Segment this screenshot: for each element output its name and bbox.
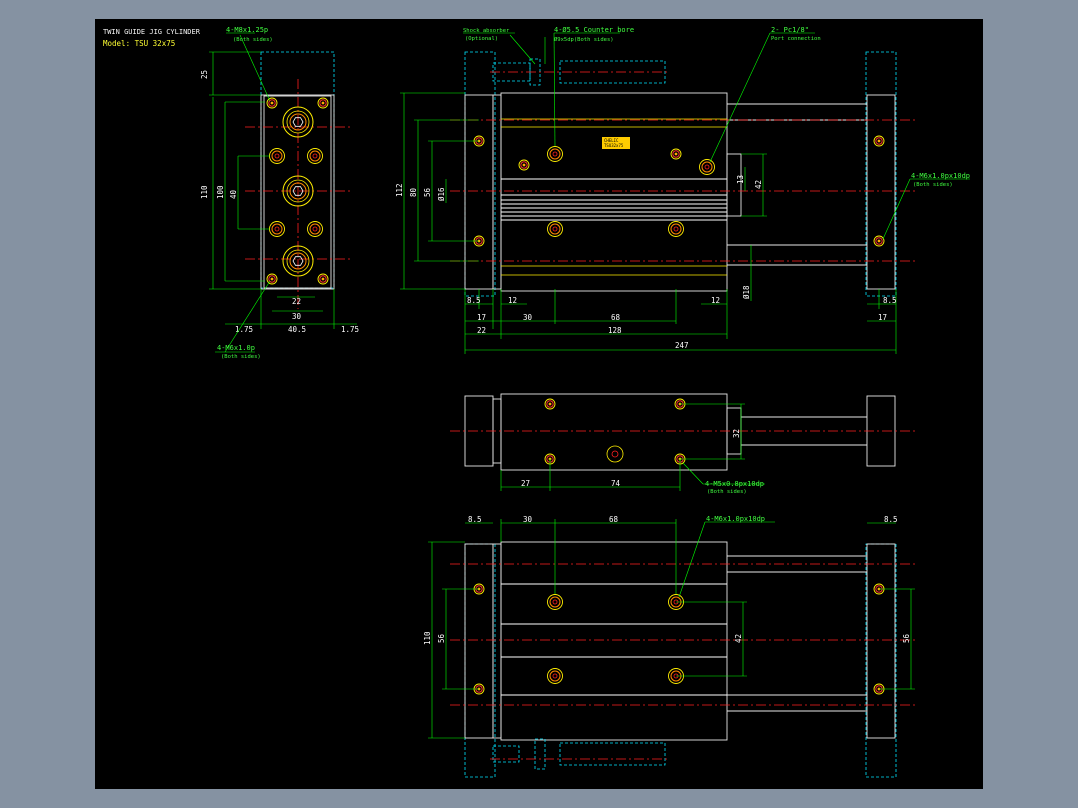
dim-bottom-56-right: 56 <box>902 633 911 643</box>
dim-bottom-8-5-right: 8.5 <box>884 515 898 524</box>
callout-m5-mid: 4-M5x0.8px10dp <box>705 480 764 488</box>
side-view-dimensions: 32 27 74 4-M5x0.8px10dp (Both sides) <box>500 403 765 495</box>
cad-drawing: TWIN GUIDE JIG CYLINDER Model: TSU 32x75… <box>103 26 970 778</box>
end-view <box>245 51 350 309</box>
dim-end-25: 25 <box>200 70 209 79</box>
dim-end-1-75-right: 1.75 <box>341 325 359 334</box>
callout-m6-right-sub: (Both sides) <box>913 182 953 188</box>
dim-side-74: 74 <box>611 479 621 488</box>
callout-m6-end-sub: (Both sides) <box>221 354 261 360</box>
dim-bottom-68: 68 <box>609 515 619 524</box>
dim-end-40: 40 <box>229 189 238 199</box>
dim-bottom-56-left: 56 <box>437 633 446 643</box>
bottom-view-dimensions: 8.5 30 68 8.5 110 56 42 56 4-M6x1.0px10d… <box>423 515 915 739</box>
dim-front-8-5-left: 8.5 <box>467 296 481 305</box>
callout-m8: 4-M8x1.25p <box>226 26 268 34</box>
dim-front-22: 22 <box>477 326 486 335</box>
dim-front-dia18: Ø18 <box>742 285 751 299</box>
dim-front-56: 56 <box>423 187 432 197</box>
end-view-dimensions: 25 110 100 40 22 30 40.5 1.75 1.75 4-M8x… <box>200 26 359 360</box>
callout-m6-bottom: 4-M6x1.0px10dp <box>706 515 765 523</box>
dim-front-12-b: 12 <box>711 296 720 305</box>
dim-front-17-left: 17 <box>477 313 486 322</box>
front-view: CHELIC TSU32x75 <box>450 51 915 297</box>
dim-front-13: 13 <box>736 175 745 184</box>
dim-front-112: 112 <box>395 183 404 197</box>
dim-front-247: 247 <box>675 341 689 350</box>
dim-front-80: 80 <box>409 187 418 197</box>
callout-cbore: 4-Ø5.5 Counter bore <box>554 26 634 34</box>
callout-m6-end: 4-M6x1.0p <box>217 344 255 352</box>
dim-bottom-42: 42 <box>734 634 743 643</box>
callout-m6-right: 4-M6x1.0px10dp <box>911 172 970 180</box>
dim-front-30: 30 <box>523 313 533 322</box>
dim-front-17-right: 17 <box>878 313 887 322</box>
callout-m5-mid-sub: (Both sides) <box>707 489 747 495</box>
callout-port: 2- Pc1/8" <box>771 26 809 34</box>
dim-bottom-8-5-left: 8.5 <box>468 515 482 524</box>
bottom-view <box>450 541 915 778</box>
dim-front-68: 68 <box>611 313 621 322</box>
dim-end-110: 110 <box>200 185 209 199</box>
callout-cbore-sub: Ø9x5dp(Both sides) <box>554 36 614 43</box>
title-line-1: TWIN GUIDE JIG CYLINDER <box>103 28 201 36</box>
callout-port-sub: Port connection <box>771 36 821 42</box>
dim-front-dia16: Ø16 <box>437 187 446 201</box>
dim-bottom-30: 30 <box>523 515 533 524</box>
dim-front-8-5-right: 8.5 <box>883 296 897 305</box>
dim-end-30: 30 <box>292 312 302 321</box>
dim-front-12-a: 12 <box>508 296 517 305</box>
callout-shock: Shock absorber <box>463 28 510 34</box>
dim-side-27: 27 <box>521 479 530 488</box>
dim-front-128: 128 <box>608 326 622 335</box>
dim-bottom-110: 110 <box>423 631 432 645</box>
dim-side-32: 32 <box>732 429 741 438</box>
dim-end-22: 22 <box>292 297 301 306</box>
dim-end-100: 100 <box>216 185 225 199</box>
dim-end-1-75-left: 1.75 <box>235 325 253 334</box>
dim-end-40-5: 40.5 <box>288 325 306 334</box>
label-plate-top: CHELIC <box>604 138 619 143</box>
callout-shock-sub: (Optional) <box>465 36 498 42</box>
title-line-2: Model: TSU 32x75 <box>103 39 175 48</box>
dim-front-42: 42 <box>754 180 763 189</box>
callout-m8-sub: (Both sides) <box>233 37 273 43</box>
label-plate-bottom: TSU32x75 <box>604 143 624 148</box>
front-view-dimensions: 112 80 56 Ø16 42 13 Ø18 8.5 12 12 8 <box>395 26 970 354</box>
side-view <box>450 393 915 471</box>
cad-drawing-canvas[interactable]: TWIN GUIDE JIG CYLINDER Model: TSU 32x75… <box>95 19 983 789</box>
